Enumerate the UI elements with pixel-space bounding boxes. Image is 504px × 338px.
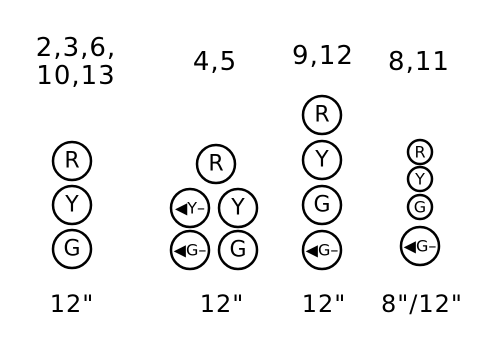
column-4-green-lens bbox=[406, 193, 434, 221]
column-2-yellow-lens bbox=[217, 187, 259, 229]
column-2-green-lens bbox=[217, 229, 259, 271]
column-2-signal-head bbox=[169, 143, 259, 271]
column-3-green-lens bbox=[301, 184, 343, 226]
column-4-red-lens bbox=[406, 138, 434, 166]
column-3-red-lens bbox=[301, 94, 343, 136]
column-2-yellow-arrow-letter: ◀Y– bbox=[175, 199, 205, 218]
column-3-green-arrow-lens bbox=[301, 229, 343, 271]
column-1-label-line1: 2,3,6, bbox=[35, 33, 117, 63]
column-3-label-line1: 9,12 bbox=[292, 41, 354, 71]
column-1-green-lens bbox=[51, 228, 93, 270]
column-1-label-line2: 10,13 bbox=[36, 61, 116, 91]
column-3-green-letter: G bbox=[313, 193, 330, 218]
column-3-yellow-lens bbox=[301, 139, 343, 181]
column-3-signal-head bbox=[301, 94, 343, 271]
column-3-yellow-letter: Y bbox=[314, 148, 329, 173]
column-4-green-arrow-letter: ◀G– bbox=[404, 237, 437, 256]
column-2-green-arrow-lens bbox=[169, 229, 211, 271]
column-1-label: 2,3,6, 10,13 bbox=[30, 34, 122, 90]
column-4-yellow-letter: Y bbox=[414, 170, 425, 189]
column-2-red-lens bbox=[195, 143, 237, 185]
column-2-yellow-arrow-lens bbox=[169, 187, 211, 229]
column-2-green-arrow-letter: ◀G– bbox=[174, 241, 207, 260]
column-4-green-arrow-lens bbox=[399, 225, 441, 267]
column-2-size: 12" bbox=[199, 290, 245, 318]
column-2-red-letter: R bbox=[208, 152, 223, 177]
column-2-label: 4,5 bbox=[180, 48, 250, 76]
column-1-green-letter: G bbox=[63, 237, 80, 262]
column-1-yellow-lens bbox=[51, 184, 93, 226]
column-1-size: 12" bbox=[49, 290, 95, 318]
column-1-yellow-letter: Y bbox=[64, 193, 79, 218]
column-4-label-line1: 8,11 bbox=[388, 47, 450, 77]
column-1-signal-head bbox=[51, 140, 93, 270]
column-1-red-lens bbox=[51, 140, 93, 182]
column-4-green-letter: G bbox=[414, 198, 426, 217]
column-4-size: 8"/12" bbox=[381, 290, 463, 318]
column-2-green-letter: G bbox=[229, 238, 246, 263]
column-4-yellow-lens bbox=[406, 165, 434, 193]
column-3-green-arrow-letter: ◀G– bbox=[306, 241, 339, 260]
column-3-red-letter: R bbox=[314, 103, 329, 128]
column-3-label: 9,12 bbox=[288, 42, 358, 70]
column-4-label: 8,11 bbox=[384, 48, 454, 76]
column-1-red-letter: R bbox=[64, 149, 79, 174]
column-3-size: 12" bbox=[301, 290, 347, 318]
column-2-label-line1: 4,5 bbox=[192, 47, 238, 77]
column-2-yellow-letter: Y bbox=[230, 196, 245, 221]
column-4-signal-head bbox=[399, 138, 441, 267]
column-4-red-letter: R bbox=[414, 143, 425, 162]
